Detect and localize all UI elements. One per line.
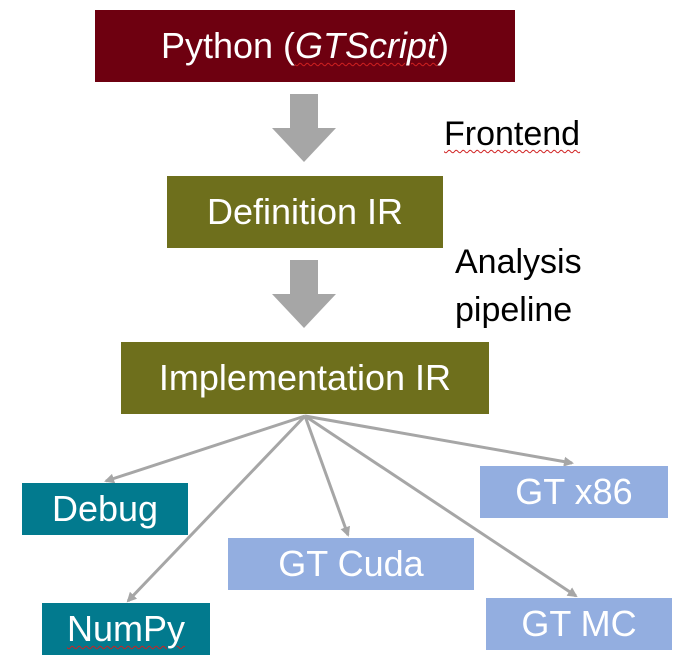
debug-label: Debug: [51, 488, 159, 529]
numpy-backend-node: NumPy: [42, 603, 210, 655]
python-gtscript-node: Python (GTScript): [95, 10, 515, 82]
implementation-ir-label: Implementation IR: [158, 357, 452, 398]
numpy-label: NumPy: [66, 608, 186, 649]
arrow-to-numpy: [126, 414, 307, 603]
python-node-label: Python (GTScript): [161, 25, 449, 67]
pipeline-label: pipeline: [455, 291, 573, 329]
block-arrow-definition-to-implementation: [272, 260, 336, 328]
definition-ir-node: Definition IR: [167, 176, 443, 248]
gt-mc-backend-node: GT MC: [486, 598, 672, 650]
python-label-prefix: Python (: [160, 25, 296, 66]
arrow-to-gtmc: [304, 414, 578, 598]
frontend-label: Frontend: [444, 114, 580, 154]
arrow-to-debug: [104, 414, 306, 484]
analysis-label: Analysis: [455, 243, 582, 281]
block-arrow-python-to-definition: [272, 94, 336, 162]
arrow-to-gtcuda: [303, 415, 350, 537]
gtscript-label: GTScript: [295, 25, 438, 66]
debug-backend-node: Debug: [22, 483, 188, 535]
gt-cuda-text: GT Cuda: [278, 543, 424, 584]
gt-x86-label: GT x86: [515, 471, 633, 512]
implementation-ir-node: Implementation IR: [121, 342, 489, 414]
definition-ir-label: Definition IR: [206, 191, 404, 232]
gt-x86-backend-node: GT x86: [480, 466, 668, 518]
gt-cuda-label: GT Cuda: [278, 543, 423, 585]
gt-cuda-backend-node: GT Cuda: [228, 538, 474, 590]
gt-mc-label: GT MC: [521, 603, 637, 644]
arrow-to-gtx86: [304, 414, 574, 467]
frontend-text: Frontend: [444, 115, 581, 153]
python-label-suffix: ): [437, 25, 450, 66]
